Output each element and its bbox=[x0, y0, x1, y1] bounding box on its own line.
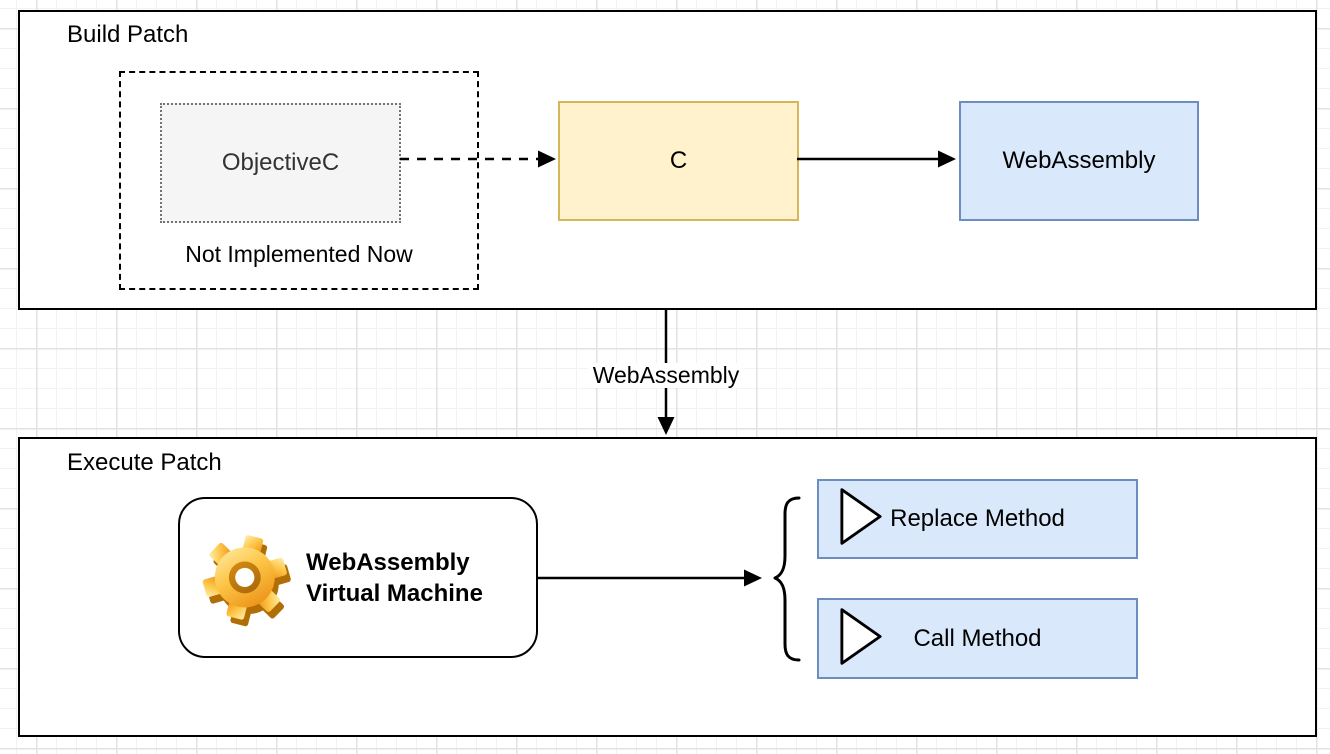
call-method-node[interactable]: Call Method bbox=[817, 598, 1138, 679]
replace-method-node[interactable]: Replace Method bbox=[817, 479, 1138, 559]
build-patch-title: Build Patch bbox=[67, 21, 189, 48]
wasm-vm-label-line2: Virtual Machine bbox=[306, 579, 483, 607]
objectivec-group: ObjectiveC Not Implemented Now bbox=[119, 71, 479, 290]
execute-patch-title: Execute Patch bbox=[67, 449, 222, 476]
call-method-label: Call Method bbox=[913, 624, 1042, 652]
webassembly-node-label: WebAssembly bbox=[1002, 146, 1156, 174]
play-icon bbox=[839, 606, 883, 671]
objectivec-node-label: ObjectiveC bbox=[221, 148, 340, 176]
wasm-vm-node[interactable]: WebAssembly Virtual Machine bbox=[178, 497, 538, 658]
wasm-vm-label-line1: WebAssembly bbox=[306, 548, 470, 576]
replace-method-label: Replace Method bbox=[890, 505, 1065, 532]
flow-arrow-label: WebAssembly bbox=[587, 363, 745, 388]
c-node-label: C bbox=[669, 146, 688, 174]
build-patch-container: Build Patch ObjectiveC Not Implemented N… bbox=[18, 10, 1317, 310]
wasm-vm-label: WebAssembly Virtual Machine bbox=[306, 547, 483, 609]
objectivec-node[interactable]: ObjectiveC bbox=[160, 103, 401, 223]
play-icon bbox=[839, 487, 883, 552]
webassembly-node[interactable]: WebAssembly bbox=[959, 101, 1199, 221]
c-node[interactable]: C bbox=[558, 101, 799, 221]
gear-icon bbox=[195, 524, 299, 634]
not-implemented-note: Not Implemented Now bbox=[185, 241, 413, 267]
